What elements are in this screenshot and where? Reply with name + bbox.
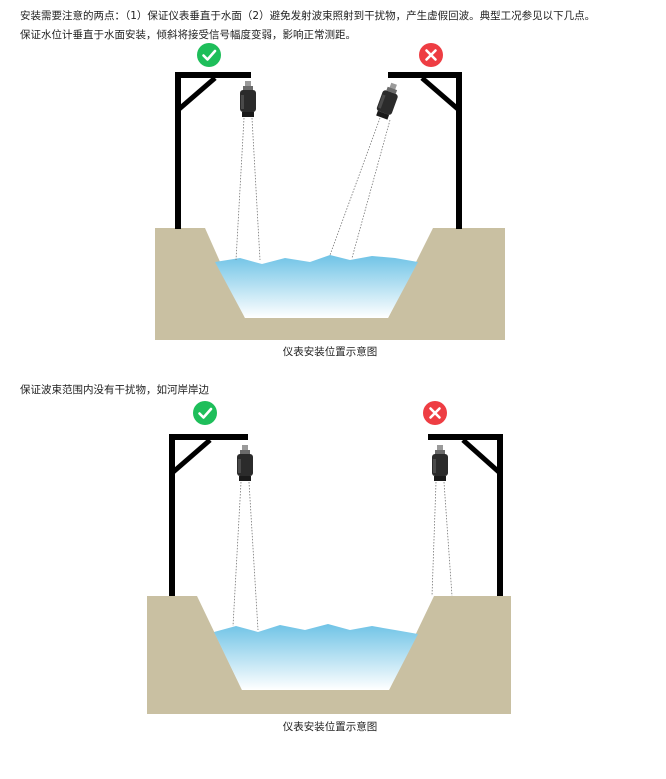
left-gantry-correct bbox=[175, 72, 251, 229]
check-circle-icon bbox=[197, 43, 221, 67]
sensor-vertical bbox=[237, 445, 253, 481]
right-gantry-wrong bbox=[428, 434, 503, 596]
riverbank-ground bbox=[147, 596, 511, 714]
check-circle-icon bbox=[193, 401, 217, 425]
left-gantry-correct bbox=[169, 434, 248, 596]
beam-line bbox=[251, 117, 261, 261]
beam-line bbox=[235, 117, 245, 261]
beam-line bbox=[232, 481, 242, 627]
x-circle-icon bbox=[423, 401, 447, 425]
beam-line bbox=[248, 481, 259, 631]
figure-2-caption: 仪表安装位置示意图 bbox=[282, 721, 378, 733]
river-water bbox=[214, 624, 418, 690]
sensor-vertical bbox=[240, 81, 256, 117]
intro-line-2: 保证水位计垂直于水面安装，倾斜将接受信号幅度变弱，影响正常测距。 bbox=[20, 29, 356, 41]
section-2-text: 保证波束范围内没有干扰物，如河岸岸边 bbox=[20, 384, 209, 396]
beam-line bbox=[431, 481, 437, 597]
intro-line-1: 安装需要注意的两点：（1）保证仪表垂直于水面（2）避免发射波束照射到干扰物，产生… bbox=[20, 10, 596, 22]
x-circle-icon bbox=[419, 43, 443, 67]
riverbank-ground bbox=[155, 228, 505, 340]
beam-line bbox=[329, 117, 381, 256]
beam-line bbox=[351, 119, 391, 259]
sensor-tilted bbox=[374, 80, 402, 121]
sensor-vertical-near-bank bbox=[432, 445, 448, 481]
right-gantry-wrong bbox=[388, 72, 462, 229]
intro-text: 安装需要注意的两点：（1）保证仪表垂直于水面（2）避免发射波束照射到干扰物，产生… bbox=[20, 7, 650, 45]
river-water bbox=[215, 255, 418, 318]
figure-1-caption: 仪表安装位置示意图 bbox=[282, 346, 378, 358]
beam-line bbox=[443, 481, 453, 597]
